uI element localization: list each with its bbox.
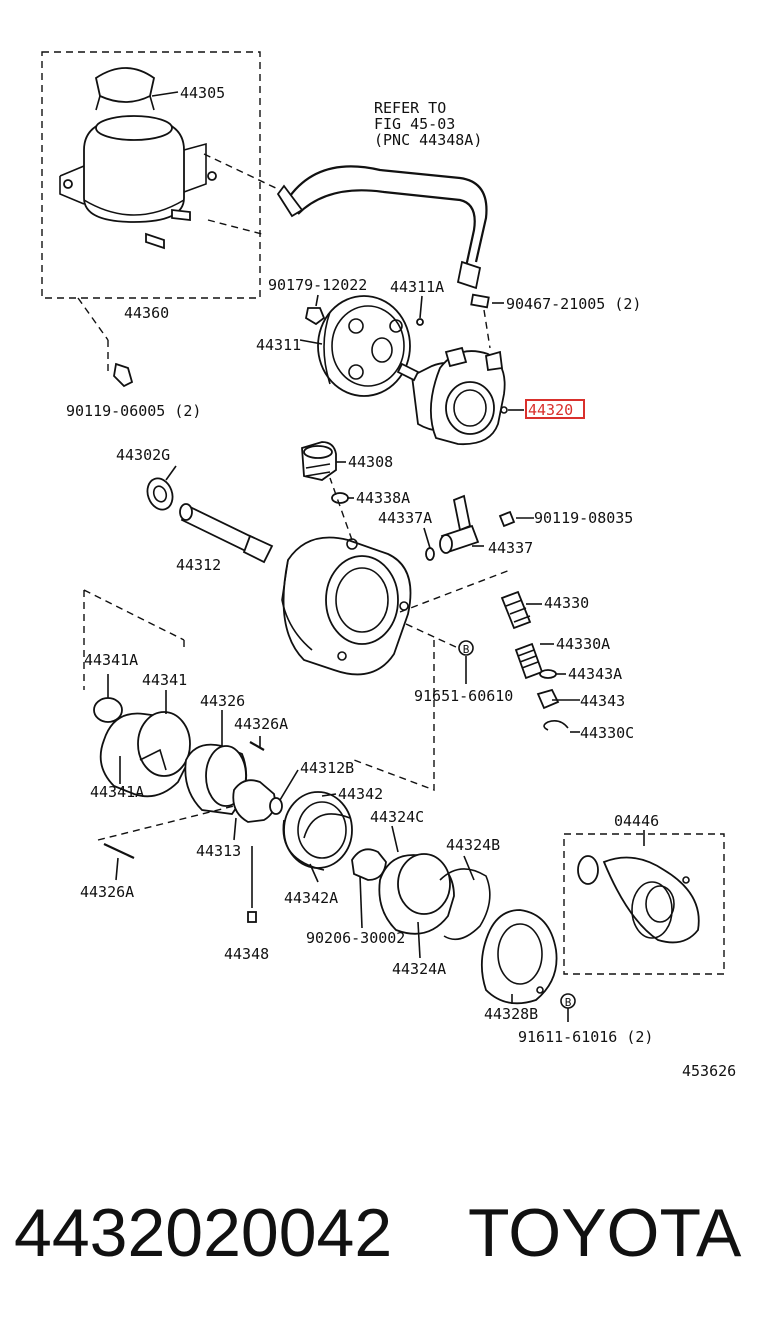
pin-drawing	[249, 741, 265, 751]
long-pin-drawing	[103, 843, 135, 859]
vane-drawing	[232, 779, 283, 823]
label-44326A-top[interactable]: 44326A	[234, 715, 288, 733]
figure-number: 453626	[682, 1062, 736, 1080]
gasket-ring-drawing	[351, 848, 387, 881]
nut-drawing	[304, 307, 326, 326]
leader-lines	[107, 294, 645, 1004]
label-44324A[interactable]: 44324A	[392, 960, 446, 978]
cam-ring-drawing	[99, 711, 191, 798]
label-44311[interactable]: 44311	[256, 336, 301, 354]
label-44326[interactable]: 44326	[200, 692, 245, 710]
small-key-drawing	[247, 911, 257, 923]
union-drawing	[439, 494, 480, 554]
footer-brand: TOYOTA	[468, 1195, 742, 1271]
bolt-mark-1	[458, 640, 474, 656]
hose-drawing	[289, 165, 488, 263]
label-90179-12022[interactable]: 90179-12022	[268, 276, 367, 294]
lower-group-lines	[83, 589, 435, 792]
label-44328B[interactable]: 44328B	[484, 1005, 538, 1023]
label-44360[interactable]: 44360	[124, 304, 169, 322]
refer-note-line-1: REFER TO	[374, 99, 446, 117]
label-44337[interactable]: 44337	[488, 539, 533, 557]
label-44343A[interactable]: 44343A	[568, 665, 622, 683]
label-44338A[interactable]: 44338A	[356, 489, 410, 507]
pump-body-drawing	[396, 346, 508, 446]
highlight-box-44320	[525, 399, 585, 419]
label-44311A[interactable]: 44311A	[390, 278, 444, 296]
reservoir-group-box	[41, 51, 261, 299]
rotor-drawing	[184, 743, 248, 815]
label-90119-08035[interactable]: 90119-08035	[534, 509, 633, 527]
seal-kit-drawing	[577, 855, 700, 944]
footer-part-number: 4432020042	[14, 1195, 392, 1271]
cover-drawing	[378, 853, 455, 935]
label-44341A-bottom[interactable]: 44341A	[90, 783, 144, 801]
pulley-drawing	[317, 295, 411, 397]
label-44330A[interactable]: 44330A	[556, 635, 610, 653]
label-44312B[interactable]: 44312B	[300, 759, 354, 777]
label-44342A[interactable]: 44342A	[284, 889, 338, 907]
snap-ring-drawing	[303, 813, 351, 839]
label-44305[interactable]: 44305	[180, 84, 225, 102]
label-44342[interactable]: 44342	[338, 785, 383, 803]
o-ring-small-drawing	[425, 547, 435, 561]
label-44302G[interactable]: 44302G	[116, 446, 170, 464]
label-44312[interactable]: 44312	[176, 556, 221, 574]
refer-note-line-2: FIG 45-03	[374, 115, 455, 133]
label-44330[interactable]: 44330	[544, 594, 589, 612]
plate-drawing	[282, 791, 353, 871]
label-90206-30002[interactable]: 90206-30002	[306, 929, 405, 947]
bolt-drawing	[113, 362, 134, 388]
rear-gasket-drawing	[480, 909, 558, 1005]
label-44337A[interactable]: 44337A	[378, 509, 432, 527]
label-04446[interactable]: 04446	[614, 812, 659, 830]
housing-drawing	[281, 536, 412, 676]
label-44313[interactable]: 44313	[196, 842, 241, 860]
label-91611-61016[interactable]: 91611-61016 (2)	[518, 1028, 653, 1046]
label-91651-60610[interactable]: 91651-60610	[414, 687, 513, 705]
retaining-ring-drawing	[439, 868, 491, 941]
label-44341A-top[interactable]: 44341A	[84, 651, 138, 669]
label-44330C[interactable]: 44330C	[580, 724, 634, 742]
seal-kit-box	[563, 833, 725, 975]
o-ring-drawing	[331, 492, 349, 504]
oil-seal-drawing	[146, 477, 174, 511]
label-44348[interactable]: 44348	[224, 945, 269, 963]
label-44324B[interactable]: 44324B	[446, 836, 500, 854]
bolt-mark-1-text: B	[463, 643, 470, 656]
reservoir-tank-drawing	[59, 67, 217, 250]
bolt-mark-2-text: B	[565, 996, 572, 1009]
shaft-drawing	[179, 503, 274, 564]
flow-valve-drawing	[500, 590, 569, 731]
label-44320[interactable]: 44320	[528, 401, 573, 419]
refer-note-line-3: (PNC 44348A)	[374, 131, 482, 149]
label-44324C[interactable]: 44324C	[370, 808, 424, 826]
label-44308[interactable]: 44308	[348, 453, 393, 471]
label-90119-06005[interactable]: 90119-06005 (2)	[66, 402, 201, 420]
label-44341[interactable]: 44341	[142, 671, 187, 689]
label-90467-21005[interactable]: 90467-21005 (2)	[506, 295, 641, 313]
cartridge-drawing	[301, 441, 337, 481]
label-44326A-bottom[interactable]: 44326A	[80, 883, 134, 901]
label-44343[interactable]: 44343	[580, 692, 625, 710]
